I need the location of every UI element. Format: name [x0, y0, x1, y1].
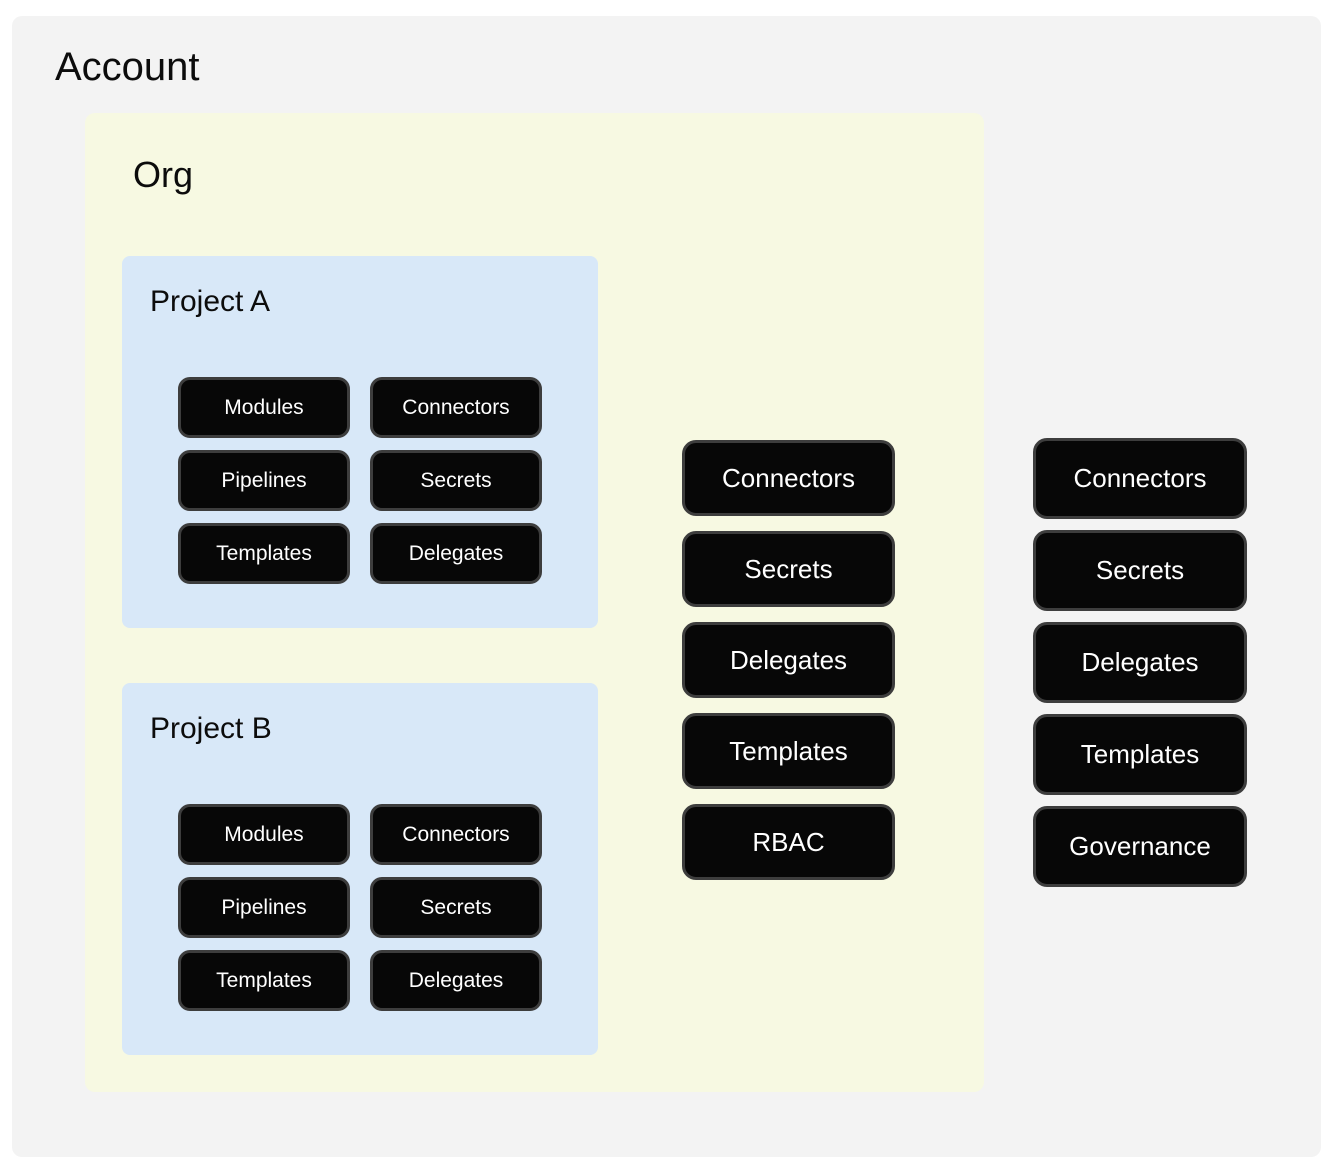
- node-delegates: Delegates: [370, 523, 542, 584]
- node-pipelines: Pipelines: [178, 877, 350, 938]
- node-secrets: Secrets: [370, 450, 542, 511]
- project-a-container: Project A Modules Connectors Pipelines S…: [122, 256, 598, 628]
- project-b-module-grid: Modules Connectors Pipelines Secrets Tem…: [178, 804, 542, 1011]
- project-b-title: Project B: [150, 712, 272, 745]
- org-container: Org Project A Modules Connectors Pipelin…: [85, 113, 984, 1092]
- node-templates: Templates: [178, 950, 350, 1011]
- account-container: Account Org Project A Modules Connectors…: [12, 16, 1321, 1157]
- account-title: Account: [55, 45, 200, 89]
- node-connectors: Connectors: [682, 440, 895, 516]
- node-delegates: Delegates: [1033, 622, 1247, 703]
- node-modules: Modules: [178, 804, 350, 865]
- node-connectors: Connectors: [370, 804, 542, 865]
- node-connectors: Connectors: [1033, 438, 1247, 519]
- node-modules: Modules: [178, 377, 350, 438]
- node-templates: Templates: [682, 713, 895, 789]
- node-governance: Governance: [1033, 806, 1247, 887]
- org-title: Org: [133, 154, 194, 195]
- project-a-title: Project A: [150, 285, 271, 318]
- account-resource-stack: Connectors Secrets Delegates Templates G…: [1033, 438, 1247, 887]
- node-delegates: Delegates: [682, 622, 895, 698]
- project-b-container: Project B Modules Connectors Pipelines S…: [122, 683, 598, 1055]
- node-secrets: Secrets: [1033, 530, 1247, 611]
- node-secrets: Secrets: [682, 531, 895, 607]
- project-a-module-grid: Modules Connectors Pipelines Secrets Tem…: [178, 377, 542, 584]
- node-connectors: Connectors: [370, 377, 542, 438]
- node-templates: Templates: [178, 523, 350, 584]
- org-resource-stack: Connectors Secrets Delegates Templates R…: [682, 440, 895, 880]
- node-pipelines: Pipelines: [178, 450, 350, 511]
- node-rbac: RBAC: [682, 804, 895, 880]
- node-secrets: Secrets: [370, 877, 542, 938]
- node-delegates: Delegates: [370, 950, 542, 1011]
- node-templates: Templates: [1033, 714, 1247, 795]
